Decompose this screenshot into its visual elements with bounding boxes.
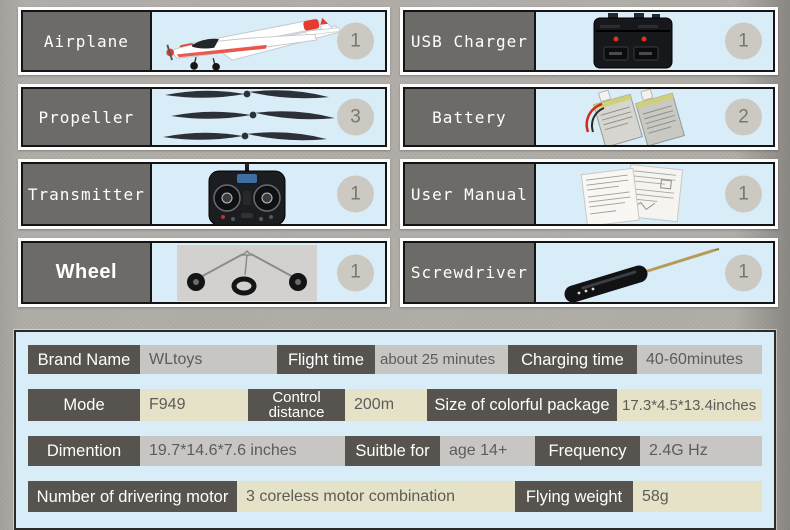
part-name-label: USB Charger [405, 12, 534, 70]
spec-row: Number of drivering motor 3 coreless mot… [28, 481, 762, 512]
screwdriver-icon [564, 247, 720, 302]
part-image-panel: 1 [533, 243, 773, 302]
part-image-panel: 1 [149, 12, 385, 70]
spec-label: Size of colorful package [427, 389, 617, 421]
part-name-label: Wheel [23, 243, 150, 302]
spec-value: 200m [345, 389, 427, 421]
parts-item-wheel: Wheel 1 [18, 238, 390, 307]
quantity-badge: 1 [337, 22, 374, 60]
part-image-panel: 1 [149, 243, 385, 302]
part-name-label: Transmitter [23, 164, 150, 224]
spec-row: Dimention 19.7*14.6*7.6 inches Suitble f… [28, 436, 762, 466]
part-name-label: User Manual [405, 164, 534, 224]
spec-label: Number of drivering motor [28, 481, 237, 512]
user-manual-icon [581, 164, 684, 224]
quantity-badge: 1 [725, 22, 762, 60]
quantity-badge: 1 [337, 254, 374, 291]
part-image-panel: 1 [149, 164, 385, 224]
spec-value: 58g [633, 481, 762, 512]
spec-value: F949 [140, 389, 248, 421]
parts-list: Airplane [18, 7, 778, 307]
quantity-badge: 1 [725, 175, 762, 213]
spec-row: Mode F949 Control distance 200m Size of … [28, 389, 762, 421]
spec-table: Brand Name WLtoys Flight time about 25 m… [14, 330, 776, 530]
spec-label: Control distance [248, 389, 345, 421]
parts-item-propeller: Propeller 3 [18, 84, 390, 150]
battery-icon [585, 89, 686, 145]
spec-row: Brand Name WLtoys Flight time about 25 m… [28, 345, 762, 374]
spec-label: Brand Name [28, 345, 140, 374]
part-image-panel: 3 [149, 89, 385, 145]
parts-item-battery: Battery [400, 84, 778, 150]
spec-value: 40-60minutes [637, 345, 762, 374]
part-image-panel: 1 [533, 164, 773, 224]
part-name-label: Battery [405, 89, 534, 145]
usb-charger-icon [593, 13, 673, 69]
spec-value: 3 coreless motor combination [237, 481, 515, 512]
spec-value: about 25 minutes [375, 345, 508, 374]
spec-label: Flight time [277, 345, 375, 374]
transmitter-icon [208, 164, 286, 224]
spec-value: 19.7*14.6*7.6 inches [140, 436, 345, 466]
part-image-panel: 1 [533, 12, 773, 70]
part-name-label: Airplane [23, 12, 150, 70]
parts-item-usb-charger: USB Charger 1 [400, 7, 778, 75]
part-name-label: Screwdriver [405, 243, 534, 302]
parts-item-airplane: Airplane [18, 7, 390, 75]
spec-value: 17.3*4.5*13.4inches [617, 389, 762, 421]
spec-value: WLtoys [140, 345, 277, 374]
quantity-badge: 1 [725, 254, 762, 291]
part-image-panel: 2 [533, 89, 773, 145]
spec-label: Frequency [535, 436, 640, 466]
spec-label: Dimention [28, 436, 140, 466]
parts-item-user-manual: User Manual [400, 159, 778, 229]
parts-item-screwdriver: Screwdriver 1 [400, 238, 778, 307]
propeller-icon [163, 90, 336, 141]
spec-label: Charging time [508, 345, 637, 374]
quantity-badge: 3 [337, 98, 374, 136]
parts-item-transmitter: Transmitter 1 [18, 159, 390, 229]
spec-label: Mode [28, 389, 140, 421]
spec-label: Suitble for [345, 436, 440, 466]
airplane-icon [166, 17, 340, 70]
quantity-badge: 2 [725, 98, 762, 136]
spec-label: Flying weight [515, 481, 633, 512]
spec-value: age 14+ [440, 436, 535, 466]
spec-value: 2.4G Hz [640, 436, 762, 466]
part-name-label: Propeller [23, 89, 150, 145]
wheel-icon [177, 244, 318, 301]
quantity-badge: 1 [337, 175, 374, 213]
